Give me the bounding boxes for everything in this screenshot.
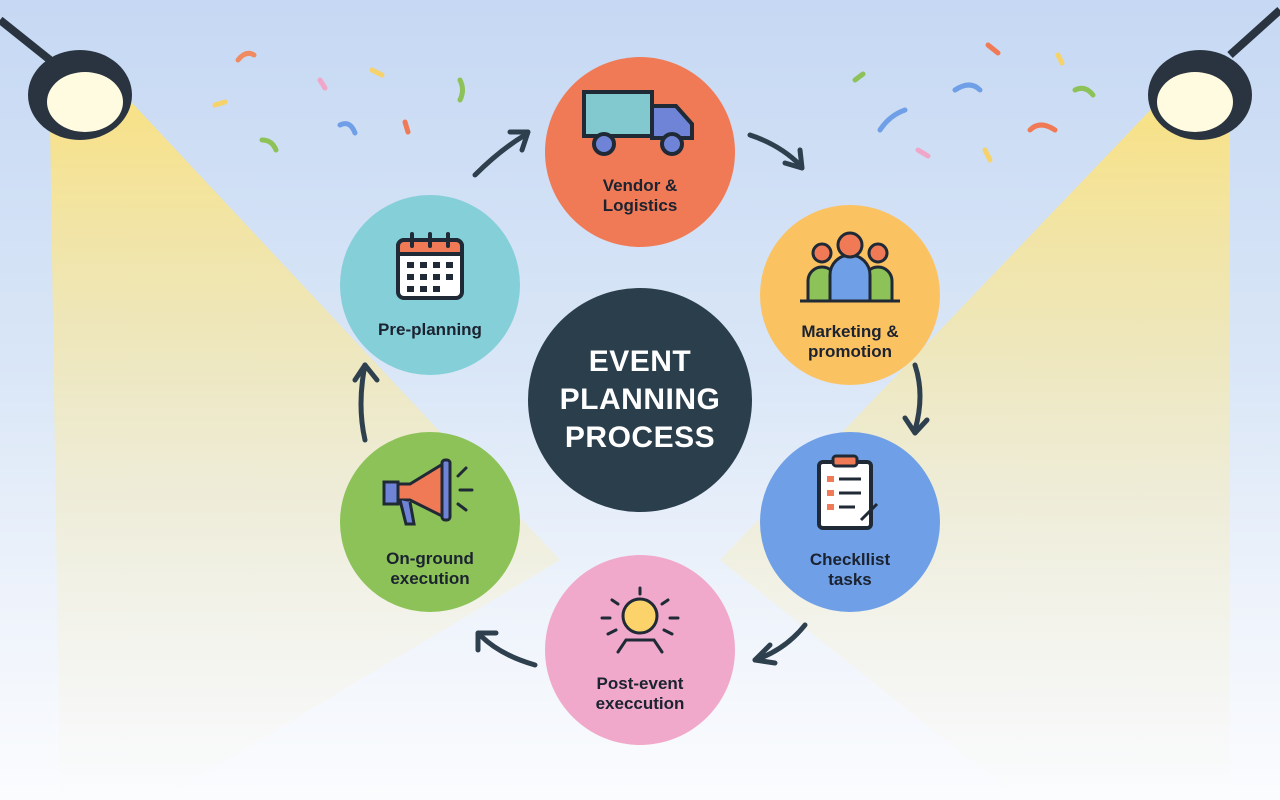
- left-spotlight-beam: [50, 90, 560, 800]
- confetti: [212, 42, 1096, 163]
- title-line-2: PLANNING: [559, 383, 721, 416]
- step-label: execution: [390, 568, 470, 588]
- step-pre-planning[interactable]: Pre-planning: [340, 195, 520, 375]
- step-label: Vendor &: [602, 176, 678, 195]
- left-spotlight-icon: [0, 16, 132, 140]
- step-label: Pre-planning: [378, 320, 482, 339]
- people-icon: [800, 231, 900, 302]
- cycle-arrows: [352, 129, 930, 668]
- step-label: execcution: [595, 694, 685, 713]
- step-label: Marketing &: [801, 321, 899, 341]
- step-label: promotion: [807, 341, 893, 361]
- step-marketing-promotion[interactable]: Marketing & promotion: [760, 205, 940, 385]
- step-label: Post-event: [596, 674, 684, 693]
- calendar-icon: [396, 232, 464, 300]
- step-label: Logistics: [602, 196, 678, 215]
- center-title: EVENT PLANNING PROCESS: [528, 288, 752, 512]
- title-line-3: PROCESS: [564, 421, 716, 454]
- step-label: tasks: [828, 570, 872, 589]
- step-post-event[interactable]: Post-event execcution: [545, 555, 735, 745]
- step-vendor-logistics[interactable]: Vendor & Logistics: [545, 57, 735, 247]
- right-spotlight-icon: [1148, 7, 1280, 140]
- step-on-ground-execution[interactable]: On-ground execution: [340, 432, 520, 612]
- right-spotlight-beam: [720, 100, 1230, 800]
- step-checklist-tasks[interactable]: Checkllist tasks: [760, 432, 940, 612]
- truck-icon: [582, 90, 694, 156]
- sun-icon: [600, 586, 680, 654]
- megaphone-icon: [382, 458, 474, 525]
- step-label: Checkllist: [809, 550, 891, 569]
- clipboard-icon: [817, 454, 879, 530]
- title-line-1: EVENT: [588, 345, 692, 378]
- step-label: On-ground: [386, 548, 474, 568]
